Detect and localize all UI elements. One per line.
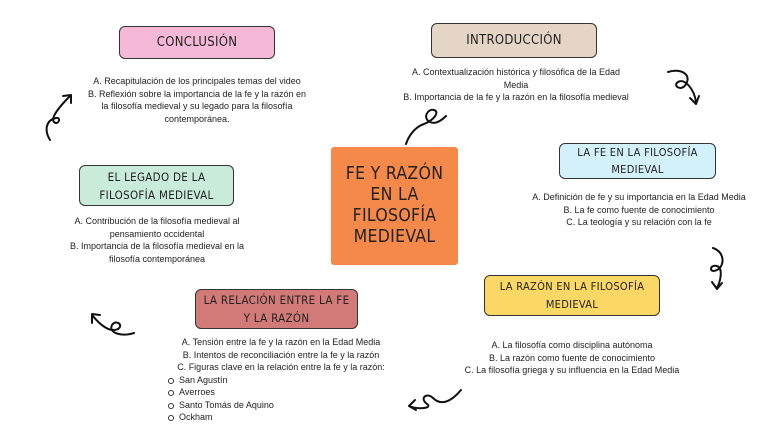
conclusion-title: CONCLUSIÓN (156, 35, 238, 50)
legado-item-a: A. Contribución de la filosofía medieval… (74, 216, 240, 239)
razon-item-b: B. La razón como fuente de conocimiento (488, 352, 656, 363)
conclusion-box: CONCLUSIÓN (119, 26, 275, 59)
relacion-figures-list: San Agustín Averroes Santo Tomás de Aqui… (167, 374, 401, 424)
razon-item-a: A. La filosofía como disciplina autónoma (491, 340, 653, 350)
list-item: Santo Tomás de Aquino (167, 399, 401, 412)
introduccion-title: INTRODUCCIÓN (466, 33, 562, 48)
razon-title: LA RAZÓN EN LA FILOSOFÍA MEDIEVAL (499, 279, 645, 311)
legado-text: A. Contribución de la filosofía medieval… (55, 215, 259, 265)
legado-box: EL LEGADO DE LA FILOSOFÍA MEDIEVAL (79, 165, 234, 206)
relacion-item-a: A. Tensión entre la fe y la razón en la … (181, 337, 381, 347)
fe-item-b: B. La fe como fuente de conocimiento (563, 204, 715, 215)
introduccion-text: A. Contextualización histórica y filosóf… (399, 66, 633, 104)
relacion-text: A. Tensión entre la fe y la razón en la … (161, 336, 401, 424)
fe-item-c: C. La teología y su relación con la fe (566, 217, 712, 227)
relacion-box: LA RELACIÓN ENTRE LA FE Y LA RAZÓN (195, 289, 358, 329)
legado-title: EL LEGADO DE LA FILOSOFÍA MEDIEVAL (99, 169, 214, 202)
fe-title: LA FE EN LA FILOSOFÍA MEDIEVAL (577, 146, 698, 176)
razon-item-c: C. La filosofía griega y su influencia e… (464, 365, 680, 375)
conclusion-item-b: B. Reflexión sobre la importancia de la … (87, 88, 307, 124)
fe-box: LA FE EN LA FILOSOFÍA MEDIEVAL (559, 143, 716, 179)
intro-to-fe-arrow-icon (667, 69, 700, 105)
introduccion-item-b: B. Importancia de la fe y la razón en la… (403, 92, 629, 102)
center-to-intro-arrow-icon (405, 108, 447, 145)
relacion-title: LA RELACIÓN ENTRE LA FE Y LA RAZÓN (203, 293, 350, 325)
relacion-item-b: B. Intentos de reconciliación entre la f… (182, 349, 380, 360)
central-topic-box: FE Y RAZÓN EN LA FILOSOFÍA MEDIEVAL (331, 147, 458, 265)
introduccion-item-a: A. Contextualización histórica y filosóf… (411, 67, 621, 90)
fe-to-razon-arrow-icon (710, 247, 724, 290)
legado-item-b: B. Importancia de la filosofía medieval … (69, 241, 245, 264)
list-item: San Agustín (167, 374, 401, 387)
razon-to-relacion-arrow-icon (408, 389, 462, 411)
legado-to-conclusion-arrow-icon (45, 94, 72, 141)
razon-box: LA RAZÓN EN LA FILOSOFÍA MEDIEVAL (484, 275, 660, 316)
relacion-item-c: C. Figuras clave en la relación entre la… (177, 362, 385, 372)
central-topic-title: FE Y RAZÓN EN LA FILOSOFÍA MEDIEVAL (345, 164, 444, 247)
relacion-to-legado-arrow-icon (91, 313, 135, 336)
list-item: Averroes (167, 386, 401, 399)
list-item: Ockham (167, 411, 401, 424)
introduccion-box: INTRODUCCIÓN (431, 23, 597, 58)
fe-text: A. Definición de fe y su importancia en … (516, 191, 762, 229)
fe-item-a: A. Definición de fe y su importancia en … (532, 192, 746, 202)
conclusion-text: A. Recapitulación de los principales tem… (84, 75, 310, 125)
conclusion-item-a: A. Recapitulación de los principales tem… (93, 76, 301, 86)
razon-text: A. La filosofía como disciplina autónoma… (452, 339, 692, 377)
